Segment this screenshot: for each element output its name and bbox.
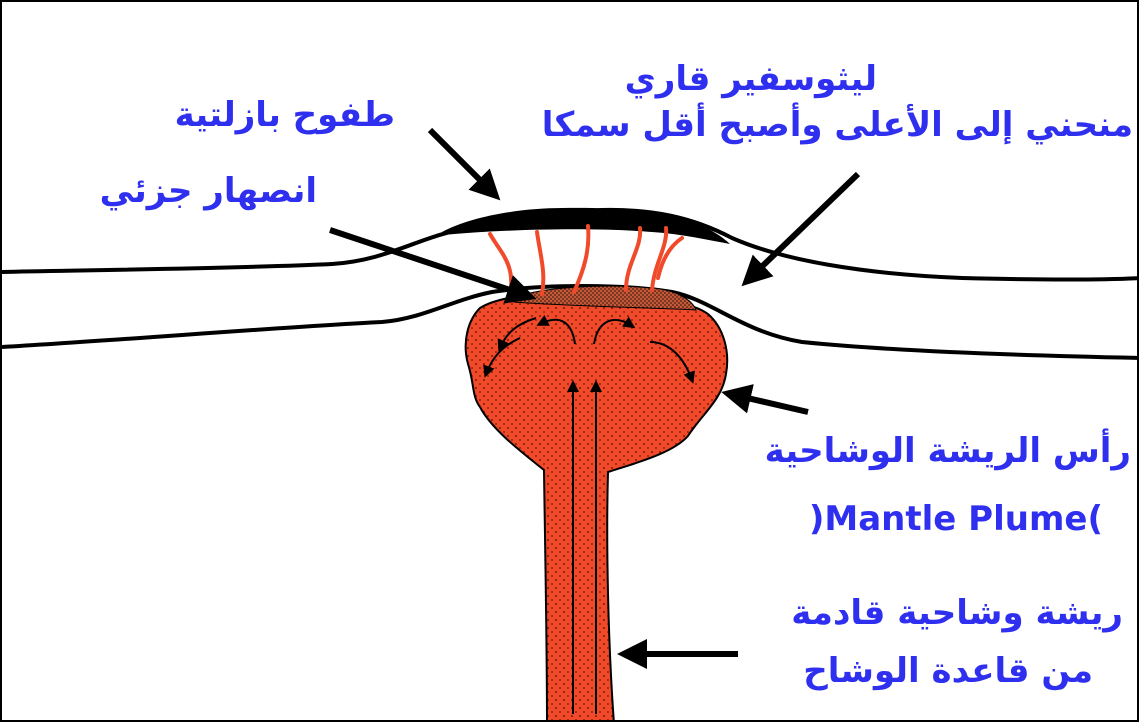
label-plume-tail-line1: ريشة وشاحية قادمة (791, 596, 1123, 630)
arrow-basalt-flows (430, 130, 494, 194)
label-plume-head-english: )Mantle Plume( (809, 502, 1103, 536)
label-plume-head: رأس الريشة الوشاحية (765, 434, 1131, 468)
label-basalt-flows: طفوح بازلتية (175, 98, 395, 132)
arrow-lithosphere (748, 174, 858, 280)
basalt-flows (442, 208, 730, 244)
arrow-plume-head (730, 394, 808, 412)
label-lithosphere-description: منحني إلى الأعلى وأصبح أقل سمكا (542, 108, 1133, 142)
label-lithosphere-title: ليثوسفير قاري (625, 62, 877, 96)
label-plume-tail-line2: من قاعدة الوشاح (803, 654, 1093, 688)
label-partial-melting: انصهار جزئي (100, 174, 317, 208)
